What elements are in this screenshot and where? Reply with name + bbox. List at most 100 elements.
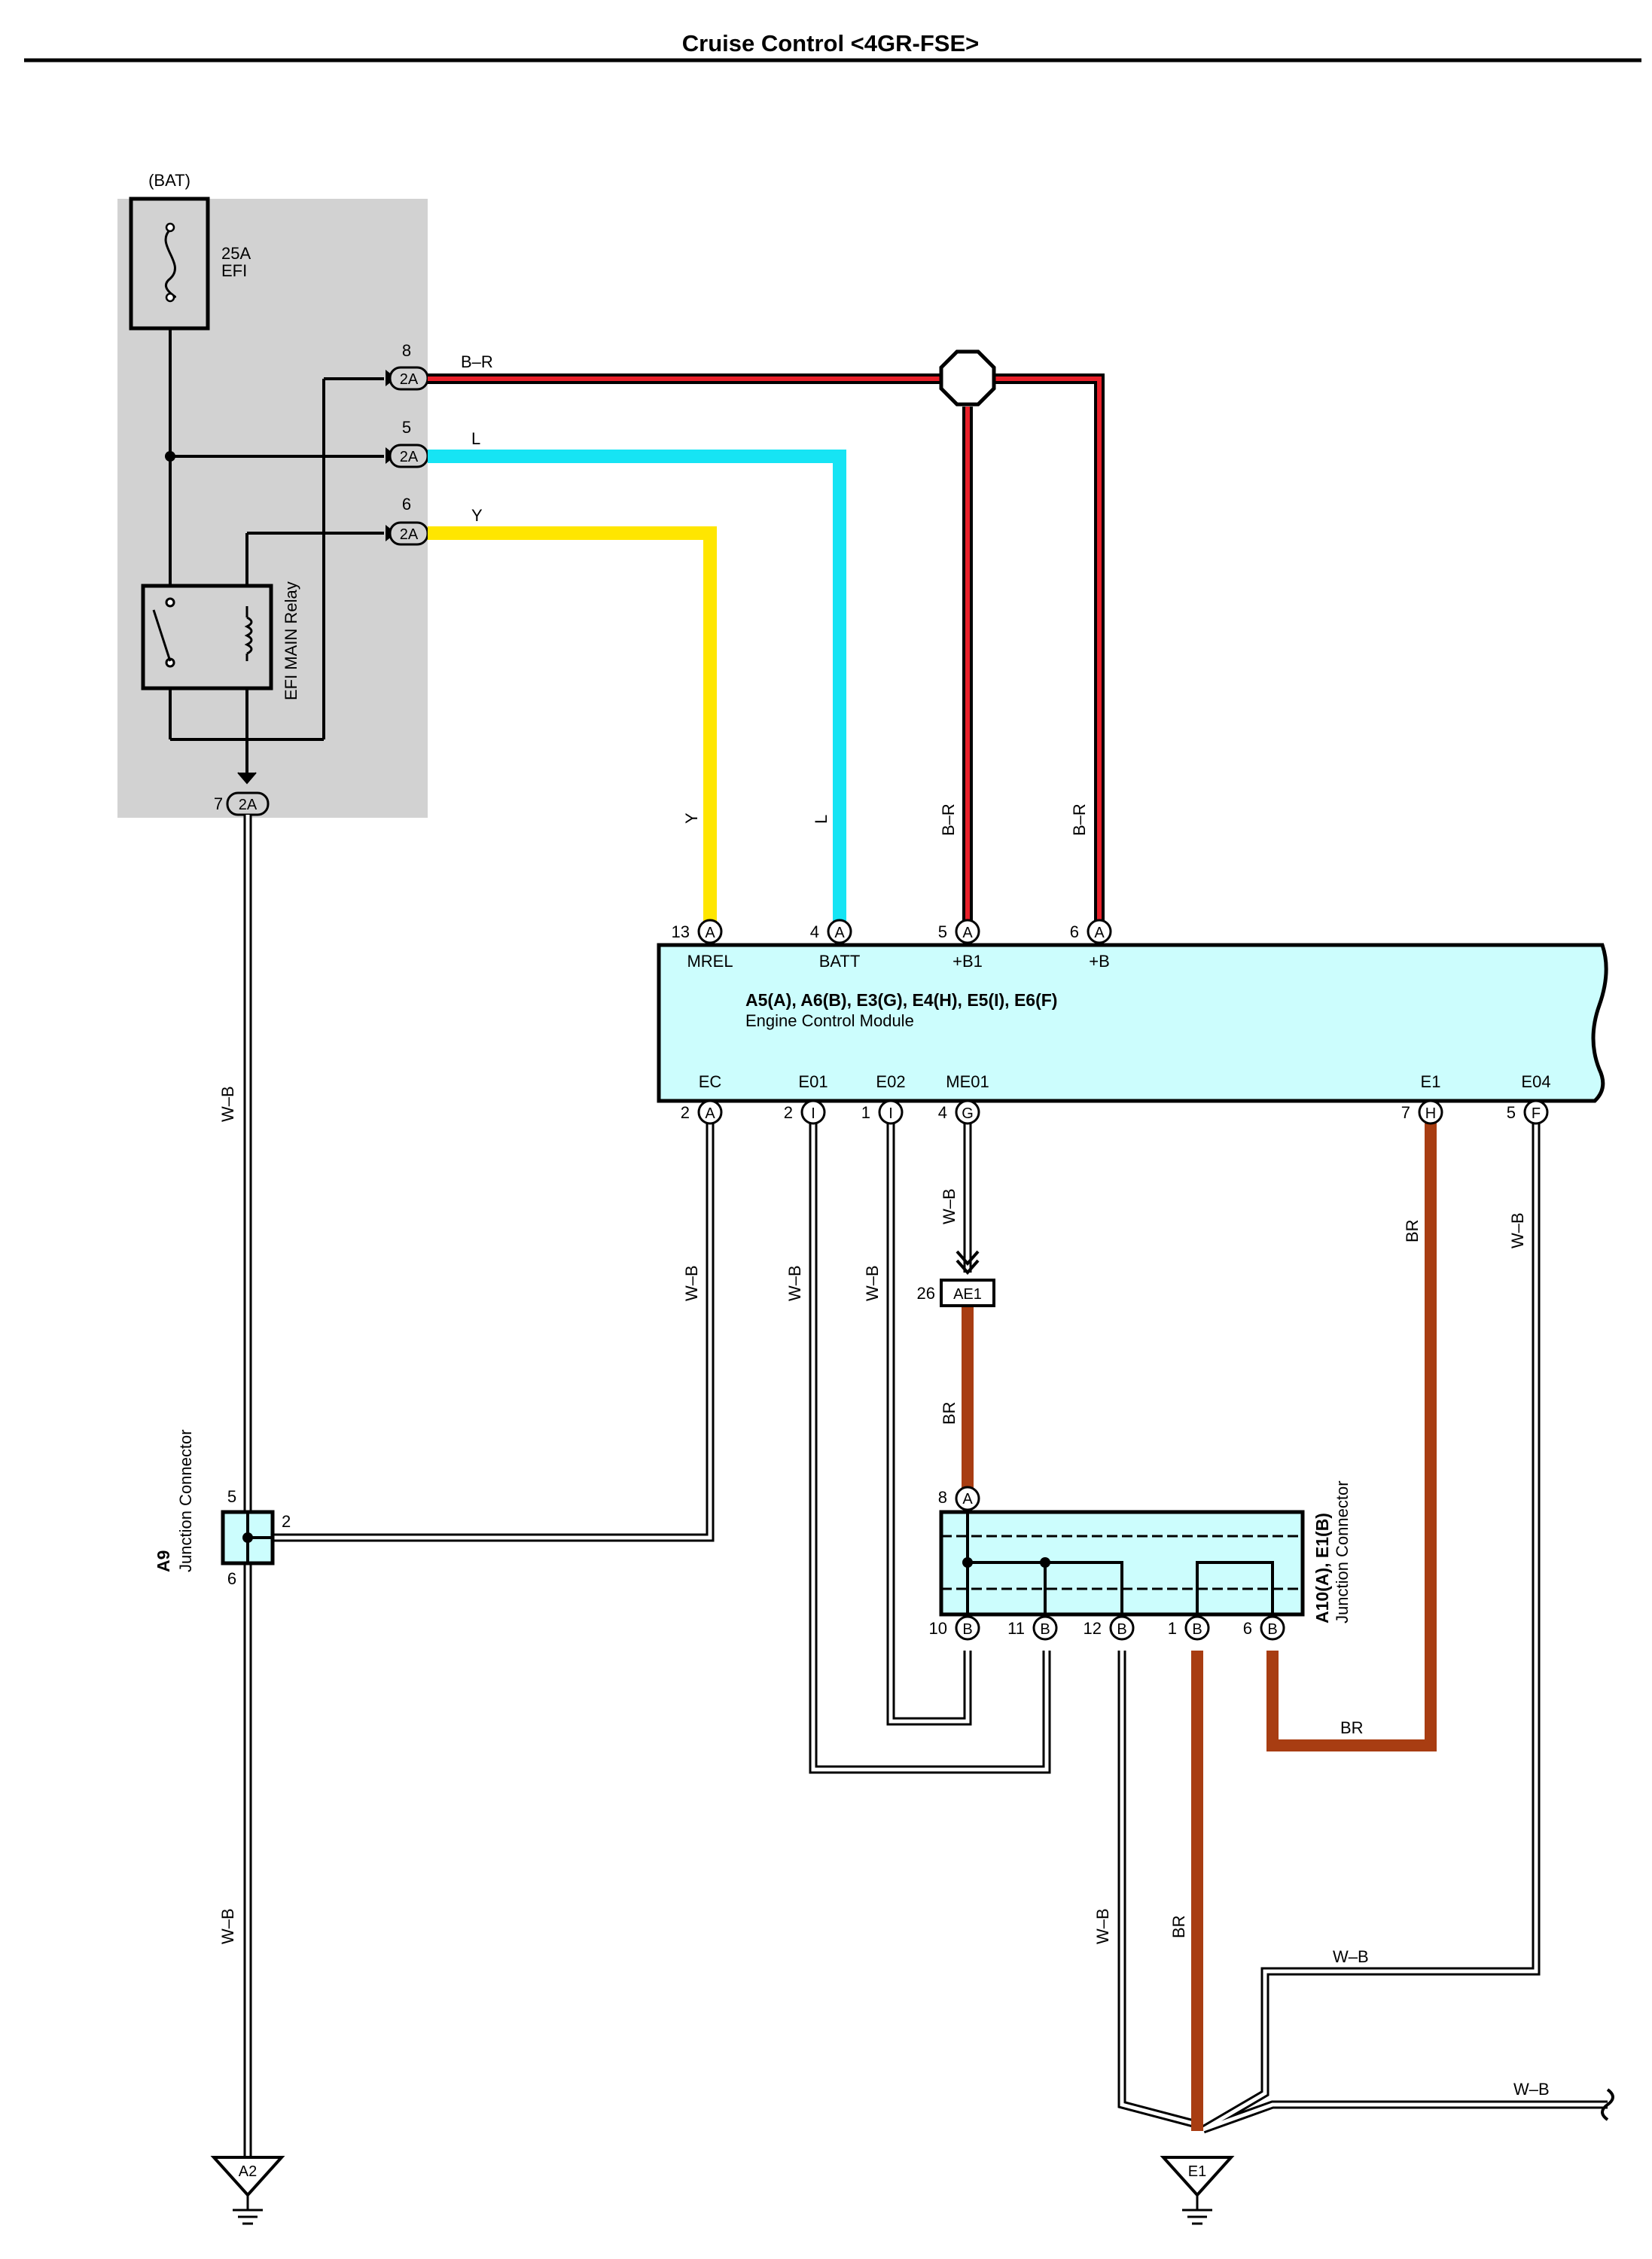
junction-a10-pin-12: 12 B bbox=[1084, 1615, 1135, 1641]
ecm-subtitle: Engine Control Module bbox=[745, 1011, 914, 1030]
relay-block-background bbox=[117, 199, 428, 818]
wire-b-r bbox=[428, 373, 1105, 934]
svg-text:6: 6 bbox=[227, 1569, 236, 1588]
svg-text:+B1: +B1 bbox=[952, 952, 983, 971]
junction-a10-pin-6: 6 B bbox=[1243, 1615, 1285, 1641]
svg-text:8: 8 bbox=[402, 341, 411, 360]
svg-text:A: A bbox=[834, 925, 845, 941]
svg-text:5: 5 bbox=[1507, 1103, 1516, 1122]
svg-text:+B: +B bbox=[1089, 952, 1110, 971]
svg-text:4: 4 bbox=[810, 922, 819, 941]
fuse-name-label: EFI bbox=[221, 261, 247, 280]
svg-text:B: B bbox=[1192, 1621, 1202, 1638]
wire-label-w-b-pin12: W–B bbox=[1093, 1908, 1112, 1944]
wire-label-w-b-e02: W–B bbox=[863, 1265, 882, 1301]
junction-a10-pin-10: 10 B bbox=[929, 1615, 980, 1641]
relay-name-label: EFI MAIN Relay bbox=[282, 581, 300, 700]
page-title: Cruise Control <4GR-FSE> bbox=[682, 30, 979, 56]
svg-text:H: H bbox=[1425, 1105, 1436, 1122]
ecm-pin-ec: EC 2 A bbox=[681, 1072, 723, 1125]
wire-l bbox=[428, 450, 846, 934]
svg-text:2: 2 bbox=[681, 1103, 690, 1122]
wire-label-b-r-left: B–R bbox=[939, 803, 958, 836]
svg-text:B: B bbox=[962, 1621, 972, 1638]
svg-text:6: 6 bbox=[1070, 922, 1079, 941]
svg-text:6: 6 bbox=[1243, 1619, 1252, 1638]
splice-octagon bbox=[939, 349, 996, 407]
ecm-pin-b1: 5 A +B1 bbox=[938, 919, 983, 971]
svg-text:6: 6 bbox=[402, 495, 411, 514]
wire-label-br-pin6: BR bbox=[1340, 1718, 1364, 1737]
svg-text:2A: 2A bbox=[400, 526, 419, 543]
wire-label-w-b-a9-bottom: W–B bbox=[218, 1908, 237, 1944]
svg-text:13: 13 bbox=[672, 922, 690, 941]
connector-ae1: 26 AE1 bbox=[917, 1250, 995, 1307]
junction-a9: 5 2 6 bbox=[221, 1487, 291, 1588]
svg-text:BATT: BATT bbox=[819, 952, 861, 971]
svg-text:B: B bbox=[1267, 1621, 1277, 1638]
wire-label-w-b-ground-right: W–B bbox=[1513, 2080, 1550, 2099]
ecm-pin-b: 6 A +B bbox=[1070, 919, 1112, 971]
svg-text:E01: E01 bbox=[798, 1072, 828, 1091]
wire-label-w-b-ec: W–B bbox=[682, 1265, 701, 1301]
junction-a10 bbox=[939, 1510, 1305, 1628]
svg-text:7: 7 bbox=[1401, 1103, 1410, 1122]
connector-2a-pin-8: 8 2A bbox=[386, 341, 429, 391]
svg-text:7: 7 bbox=[214, 794, 223, 813]
wire-label-y-side: Y bbox=[682, 812, 701, 824]
wire-label-b-r-top: B–R bbox=[461, 352, 493, 371]
power-source-label: (BAT) bbox=[148, 171, 190, 190]
relay-coil-icon bbox=[244, 606, 253, 661]
svg-text:5: 5 bbox=[938, 922, 947, 941]
wire-label-br-e1: BR bbox=[1403, 1219, 1422, 1242]
wire-label-w-b-me01: W–B bbox=[940, 1188, 959, 1224]
svg-text:ME01: ME01 bbox=[946, 1072, 989, 1091]
wire-label-w-b-ground-mid: W–B bbox=[1333, 1947, 1369, 1966]
svg-text:5: 5 bbox=[227, 1487, 236, 1506]
svg-text:A: A bbox=[705, 925, 715, 941]
svg-text:AE1: AE1 bbox=[953, 1286, 982, 1303]
ecm-pin-batt: 4 A BATT bbox=[810, 919, 861, 971]
wire-w-b bbox=[243, 815, 1608, 2157]
svg-text:5: 5 bbox=[402, 418, 411, 437]
svg-text:E1: E1 bbox=[1188, 2163, 1206, 2180]
junction-a9-name: Junction Connector bbox=[176, 1429, 195, 1572]
wire-label-y-top: Y bbox=[471, 506, 483, 525]
svg-text:26: 26 bbox=[917, 1284, 935, 1303]
wire-label-br-pin1: BR bbox=[1169, 1915, 1188, 1938]
svg-text:F: F bbox=[1532, 1105, 1541, 1122]
svg-text:G: G bbox=[962, 1105, 974, 1122]
wire-label-w-b-a9-top: W–B bbox=[218, 1086, 237, 1122]
svg-text:8: 8 bbox=[938, 1488, 947, 1507]
svg-text:2: 2 bbox=[784, 1103, 793, 1122]
svg-text:B: B bbox=[1117, 1621, 1126, 1638]
wire-label-br-ae1: BR bbox=[940, 1401, 959, 1425]
svg-text:I: I bbox=[811, 1105, 815, 1122]
ecm-pin-mrel: 13 A MREL bbox=[672, 919, 733, 971]
ecm-box bbox=[657, 943, 1608, 1103]
svg-text:10: 10 bbox=[929, 1619, 947, 1638]
svg-text:B: B bbox=[1040, 1621, 1050, 1638]
svg-text:2: 2 bbox=[282, 1512, 291, 1531]
ecm-pin-e02: E02 1 I bbox=[861, 1072, 906, 1125]
ecm-pin-e04: E04 5 F bbox=[1507, 1072, 1551, 1125]
svg-text:MREL: MREL bbox=[687, 952, 733, 971]
svg-text:4: 4 bbox=[938, 1103, 947, 1122]
svg-text:11: 11 bbox=[1007, 1619, 1025, 1638]
wire-br bbox=[962, 1113, 1437, 2131]
connector-2a-pin-6: 6 2A bbox=[386, 495, 429, 546]
junction-a10-id: A10(A), E1(B) bbox=[1312, 1513, 1332, 1623]
ecm-pin-me01: ME01 4 G bbox=[938, 1072, 989, 1125]
svg-text:2A: 2A bbox=[400, 449, 419, 465]
wire-label-w-b-e01: W–B bbox=[785, 1265, 804, 1301]
wire-label-l-side: L bbox=[812, 815, 831, 824]
svg-text:A: A bbox=[705, 1105, 715, 1122]
svg-text:E02: E02 bbox=[876, 1072, 905, 1091]
svg-text:A: A bbox=[1094, 925, 1105, 941]
ecm-pin-e01: E01 2 I bbox=[784, 1072, 828, 1125]
junction-a9-id: A9 bbox=[154, 1550, 173, 1572]
svg-text:2A: 2A bbox=[400, 371, 419, 388]
wire-label-l-top: L bbox=[471, 429, 480, 448]
junction-a10-pin-11: 11 B bbox=[1007, 1615, 1058, 1641]
